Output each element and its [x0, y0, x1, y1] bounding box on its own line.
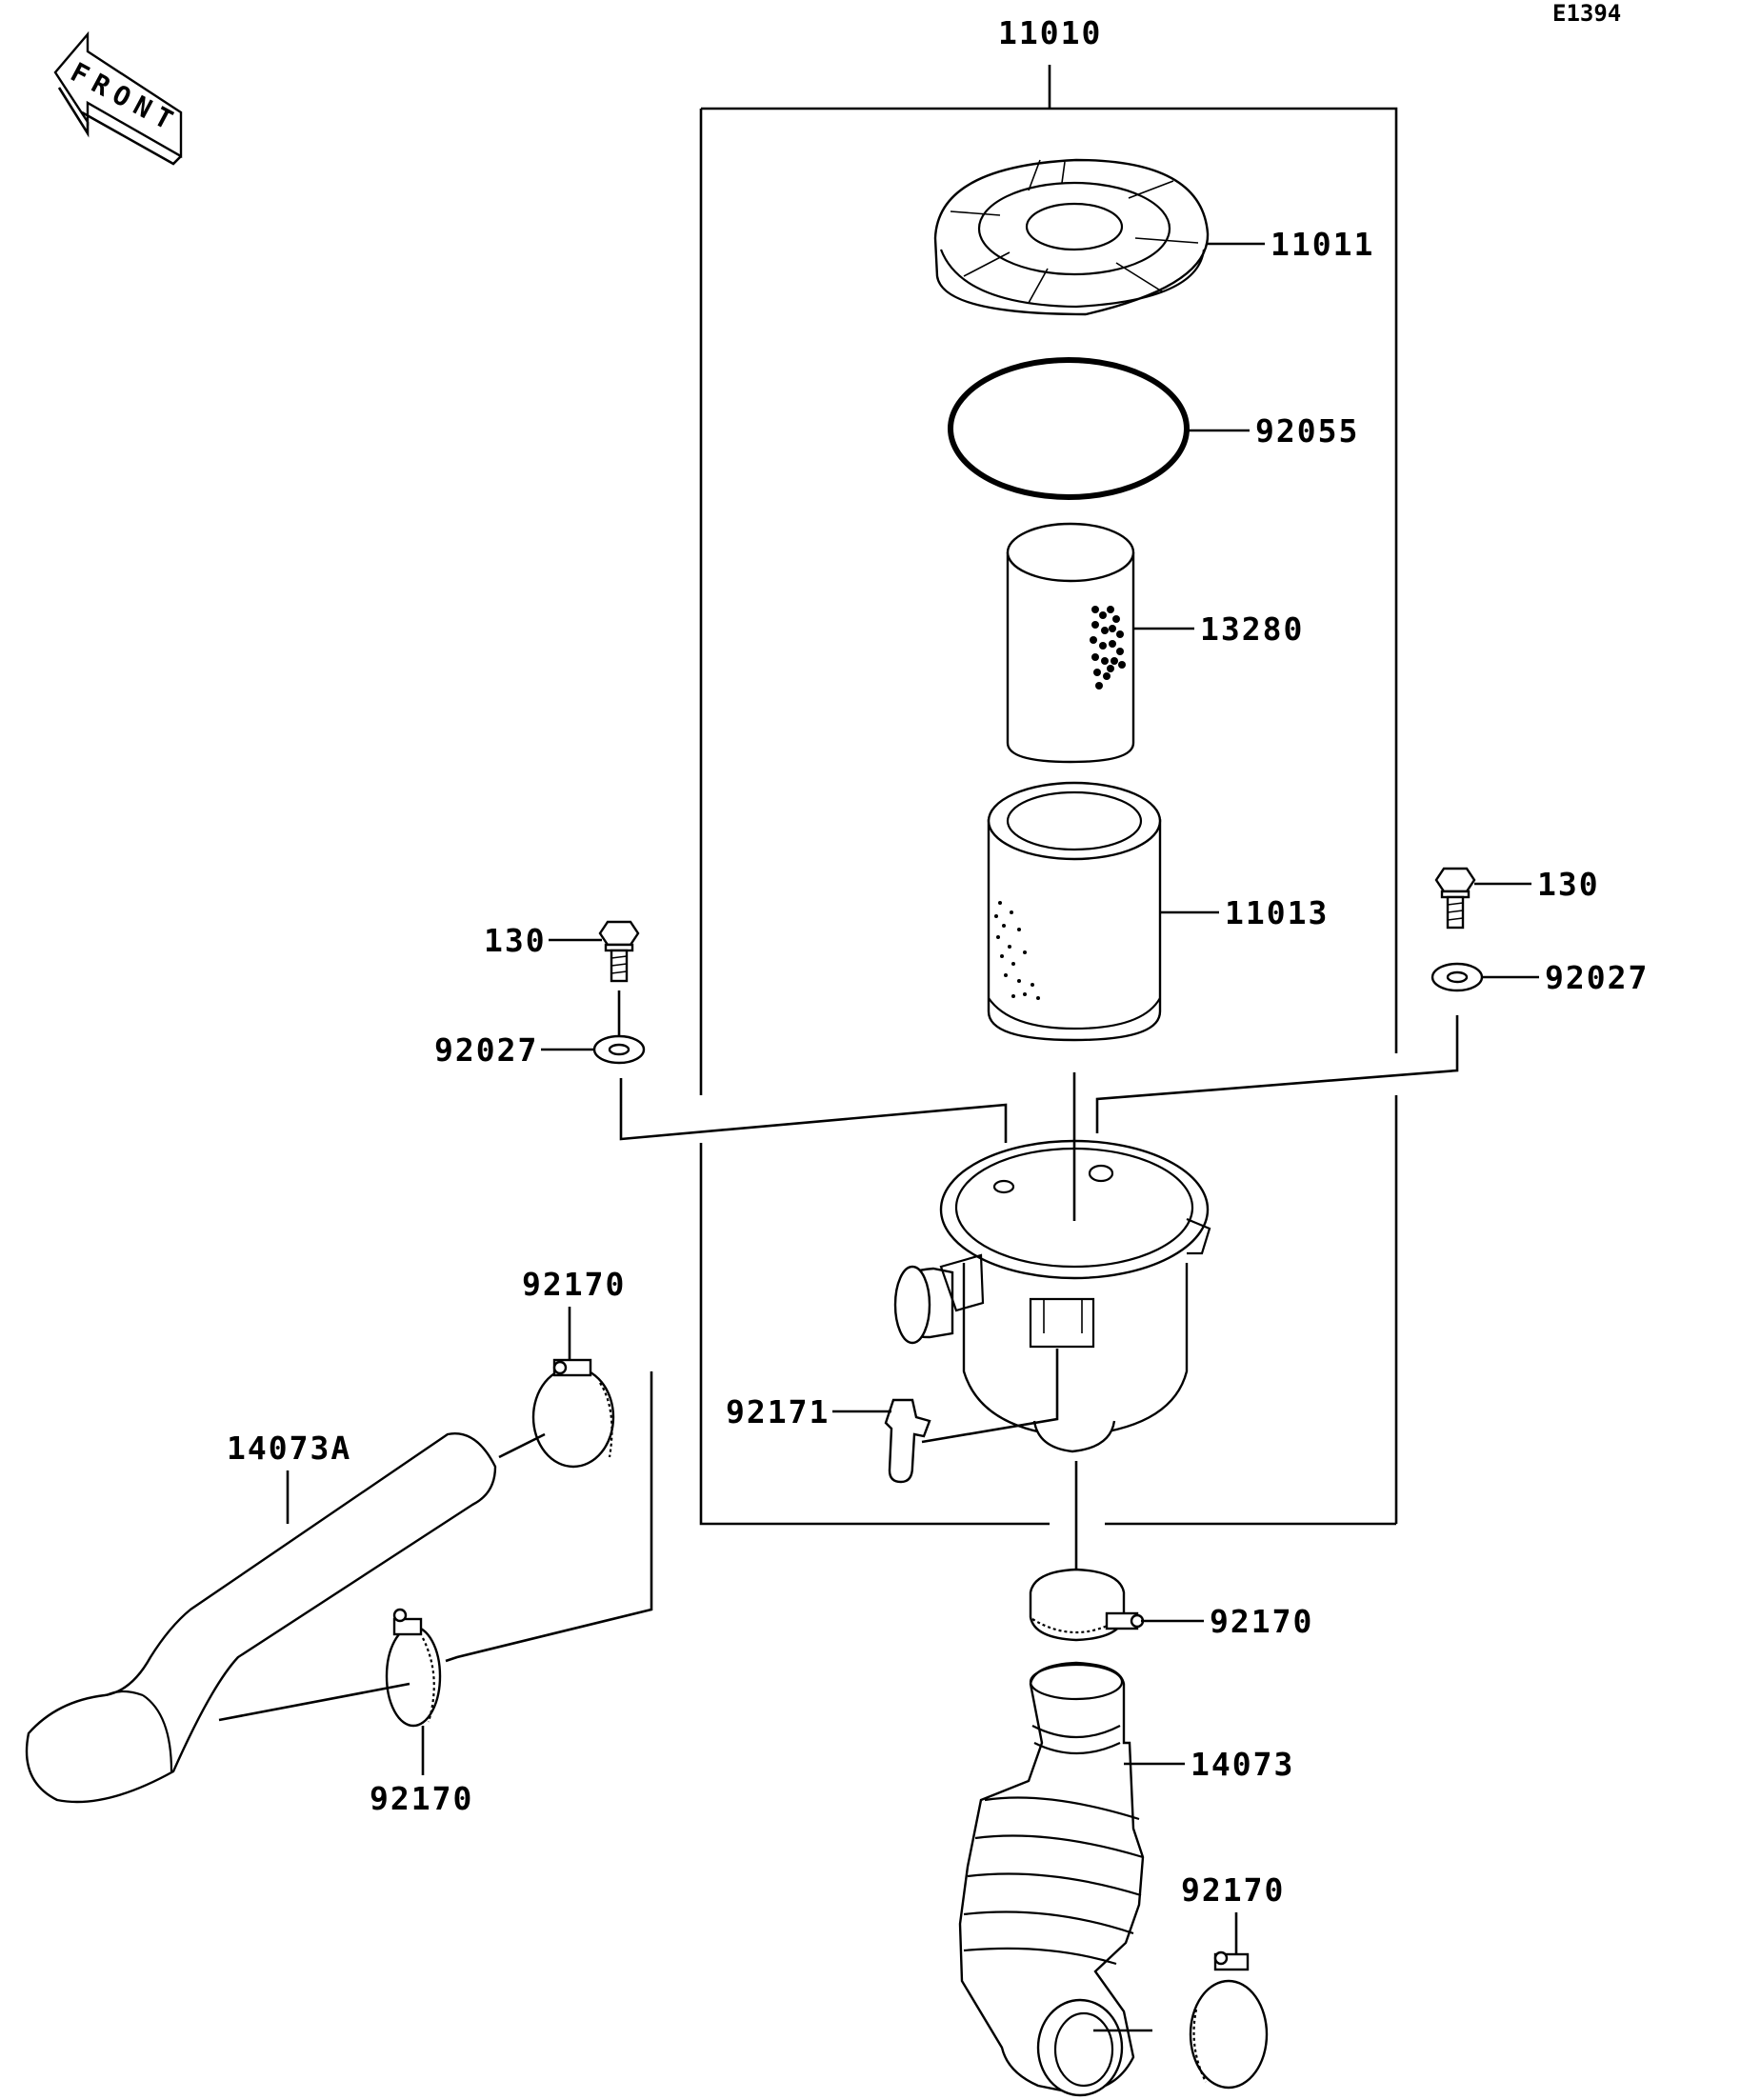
label-assembly: 11010	[998, 14, 1102, 51]
assembly-bracket	[699, 65, 1398, 1526]
bolt-right-icon	[1434, 867, 1476, 930]
label-pre-filter: 13280	[1200, 610, 1304, 648]
label-bolt-right: 130	[1537, 866, 1600, 903]
label-filter-element: 11013	[1225, 894, 1329, 931]
label-bracket: 92171	[726, 1393, 830, 1430]
label-clamp-bottom: 92170	[1181, 1871, 1285, 1909]
hose-clamp-outlet-icon	[1029, 1568, 1145, 1642]
label-bolt-left: 130	[484, 922, 547, 959]
hose-clamp-duct-icon	[385, 1608, 442, 1728]
front-arrow-icon: FRONT	[53, 30, 185, 166]
bracket-clip	[884, 1398, 931, 1484]
label-cap: 11011	[1271, 226, 1374, 263]
gasket-ring	[948, 357, 1190, 500]
diagram-code: E1394	[1552, 0, 1621, 27]
washer-right-icon	[1431, 962, 1484, 992]
label-duct-intake: 14073A	[227, 1430, 351, 1467]
pre-filter	[1006, 522, 1135, 764]
air-cleaner-cap	[933, 158, 1210, 316]
label-washer-left: 92027	[434, 1031, 538, 1069]
label-clamp-duct: 92170	[370, 1780, 473, 1817]
label-duct-outlet: 14073	[1191, 1746, 1294, 1783]
outlet-duct	[958, 1661, 1145, 2097]
air-cleaner-housing	[893, 1139, 1211, 1453]
label-clamp-outlet: 92170	[1210, 1603, 1313, 1640]
label-clamp-top: 92170	[522, 1266, 626, 1303]
intake-duct	[25, 1432, 497, 1804]
filter-element	[987, 781, 1162, 1042]
hose-clamp-top-icon	[531, 1358, 615, 1469]
washer-left-icon	[592, 1034, 646, 1065]
label-gasket: 92055	[1255, 412, 1359, 450]
hose-clamp-bottom-icon	[1189, 1950, 1269, 2090]
label-washer-right: 92027	[1545, 959, 1649, 996]
bolt-left-icon	[598, 920, 640, 983]
